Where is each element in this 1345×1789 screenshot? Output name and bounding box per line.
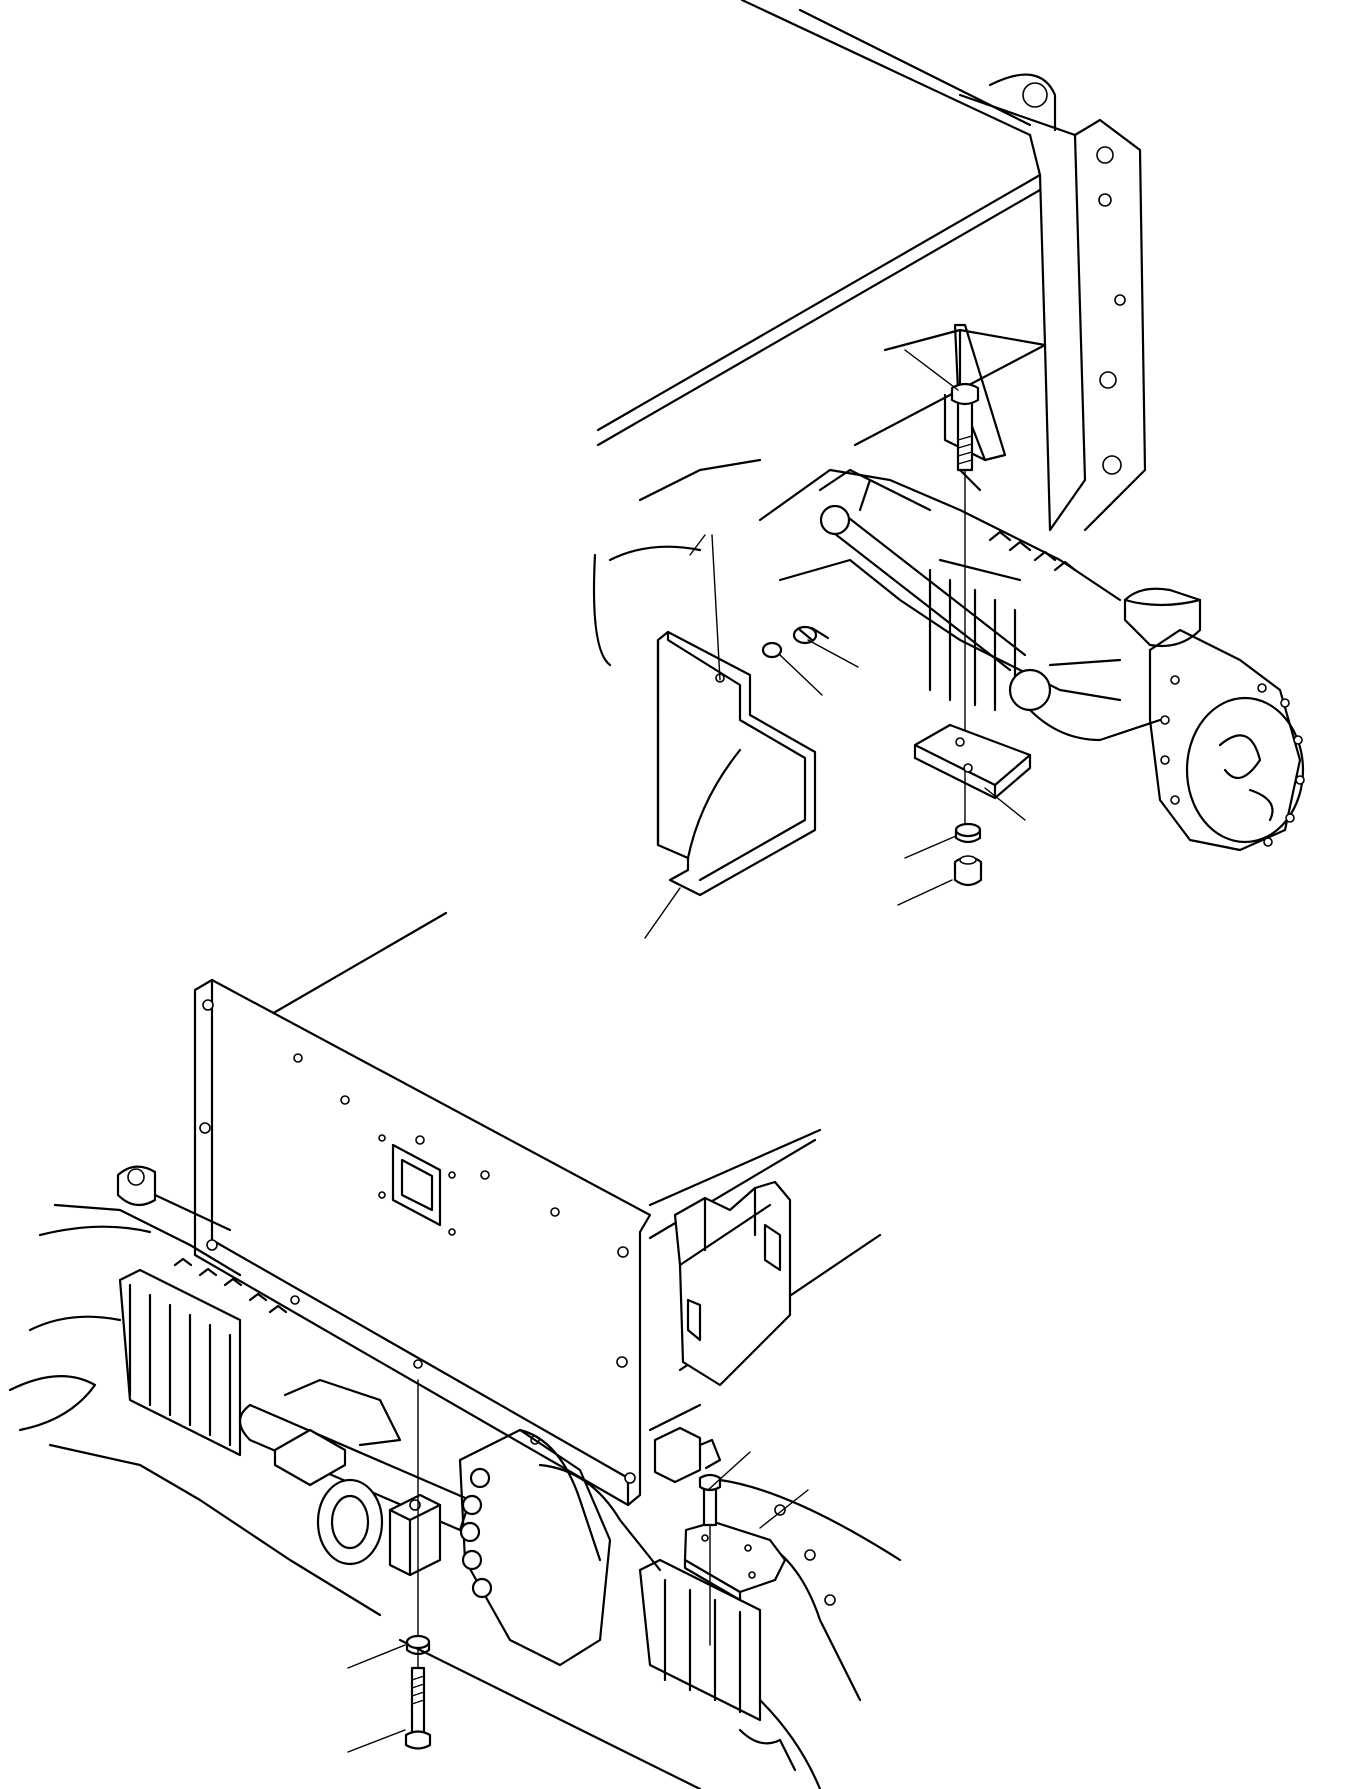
upper-bracket bbox=[656, 630, 817, 897]
upper-frame bbox=[596, 0, 1147, 532]
callout-leader bbox=[807, 639, 859, 668]
lower-plate-bolt bbox=[683, 1473, 787, 1646]
upper-axle-housing bbox=[592, 458, 1305, 852]
lower-axle-housing bbox=[8, 1165, 902, 1789]
callout-leader bbox=[689, 534, 706, 556]
callout-leader bbox=[904, 835, 957, 859]
upper-vertical-bolt bbox=[913, 382, 1032, 887]
lower-knuckle-bolt bbox=[404, 1379, 432, 1750]
callout-leader bbox=[984, 787, 1026, 821]
lower-assembly bbox=[8, 911, 902, 1789]
lower-side-bracket bbox=[673, 1180, 792, 1387]
callout-leader bbox=[707, 1451, 751, 1491]
callout-leader bbox=[347, 1644, 406, 1669]
upper-bolt-set bbox=[761, 625, 830, 659]
upper-callouts bbox=[644, 349, 1026, 939]
callout-leader bbox=[897, 879, 953, 906]
lower-flange-plate bbox=[193, 978, 652, 1507]
callout-leader bbox=[904, 349, 959, 391]
callout-leader bbox=[711, 534, 721, 681]
callout-leader bbox=[759, 1489, 809, 1529]
callout-leader bbox=[644, 887, 681, 939]
callout-leader bbox=[347, 1729, 406, 1753]
upper-assembly bbox=[592, 0, 1305, 939]
callout-leader bbox=[779, 654, 823, 696]
lower-callouts bbox=[347, 1451, 809, 1753]
